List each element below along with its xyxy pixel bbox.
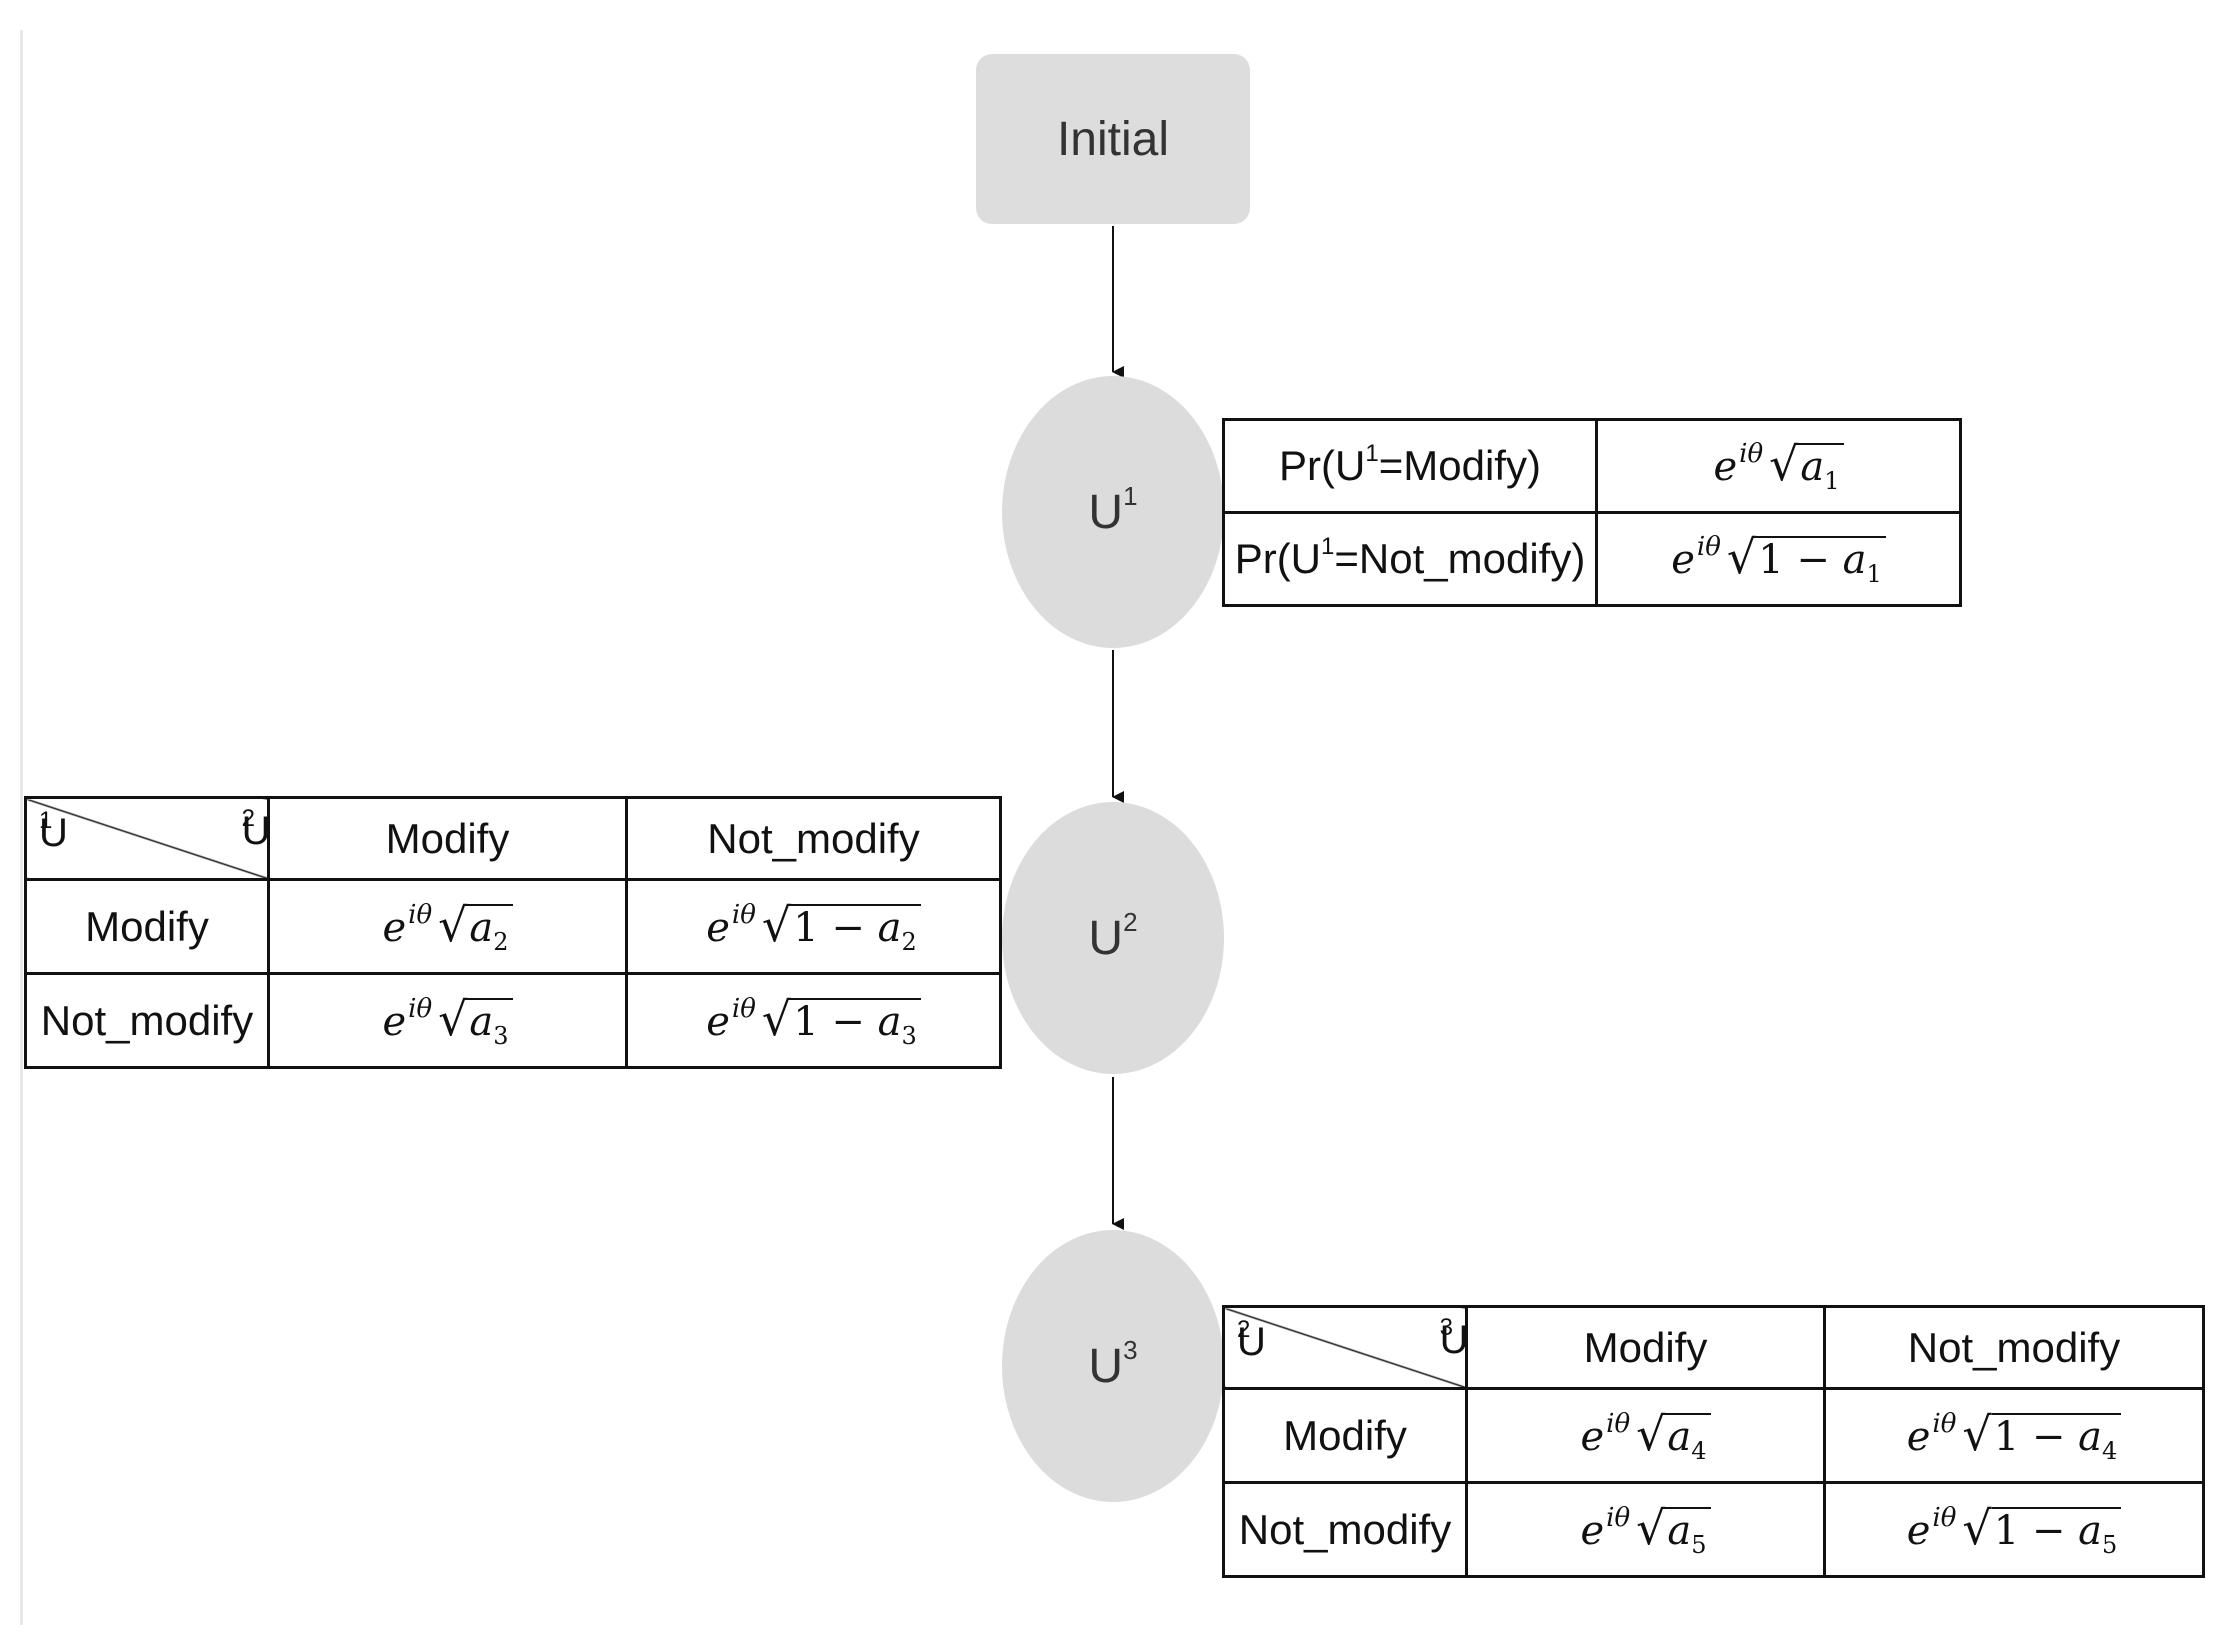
u2-cell-modify-modify: eiθ√a2 xyxy=(267,878,628,975)
u1-row-not-modify-label: Pr(U1=Not_modify) xyxy=(1222,511,1598,607)
u2-node: U2 xyxy=(1002,802,1224,1074)
u3-cell-not-modify-modify: eiθ√a5 xyxy=(1465,1481,1826,1578)
u3-table-row-not-modify: Not_modify xyxy=(1222,1481,1468,1578)
u1-modify-amplitude: eiθ√a1 xyxy=(1595,418,1962,514)
u2-cell-not-modify-modify: eiθ√a3 xyxy=(267,972,628,1069)
u3-table-row-modify: Modify xyxy=(1222,1387,1468,1484)
u1-node: U1 xyxy=(1002,376,1224,648)
initial-node-label: Initial xyxy=(1056,112,1170,166)
u3-table-header-not-modify: Not_modify xyxy=(1823,1305,2205,1390)
u1-node-label: U1 xyxy=(1088,480,1138,539)
u2-table-row-not-modify: Not_modify xyxy=(24,972,270,1069)
u2-node-label: U2 xyxy=(1088,906,1138,965)
u2-table-header-not-modify: Not_modify xyxy=(625,796,1002,881)
u3-node-label: U3 xyxy=(1088,1334,1138,1393)
u3-cell-modify-not-modify: eiθ√1 − a4 xyxy=(1823,1387,2205,1484)
u1-row-modify-label: Pr(U1=Modify) xyxy=(1222,418,1598,514)
u3-cell-not-modify-not-modify: eiθ√1 − a5 xyxy=(1823,1481,2205,1578)
u3-cell-modify-modify: eiθ√a4 xyxy=(1465,1387,1826,1484)
u2-table-header-modify: Modify xyxy=(267,796,628,881)
u1-not-modify-amplitude: eiθ√1 − a1 xyxy=(1595,511,1962,607)
u3-node: U3 xyxy=(1002,1230,1224,1502)
initial-node: Initial xyxy=(976,54,1250,224)
u1-probability-table: Pr(U1=Modify) eiθ√a1 Pr(U1=Not_modify) e… xyxy=(1222,418,1962,607)
u3-table-header-modify: Modify xyxy=(1465,1305,1826,1390)
u2-table-row-modify: Modify xyxy=(24,878,270,975)
u2-cell-not-modify-not-modify: eiθ√1 − a3 xyxy=(625,972,1002,1069)
left-border-line xyxy=(20,30,23,1625)
u2-cell-modify-not-modify: eiθ√1 − a2 xyxy=(625,878,1002,975)
